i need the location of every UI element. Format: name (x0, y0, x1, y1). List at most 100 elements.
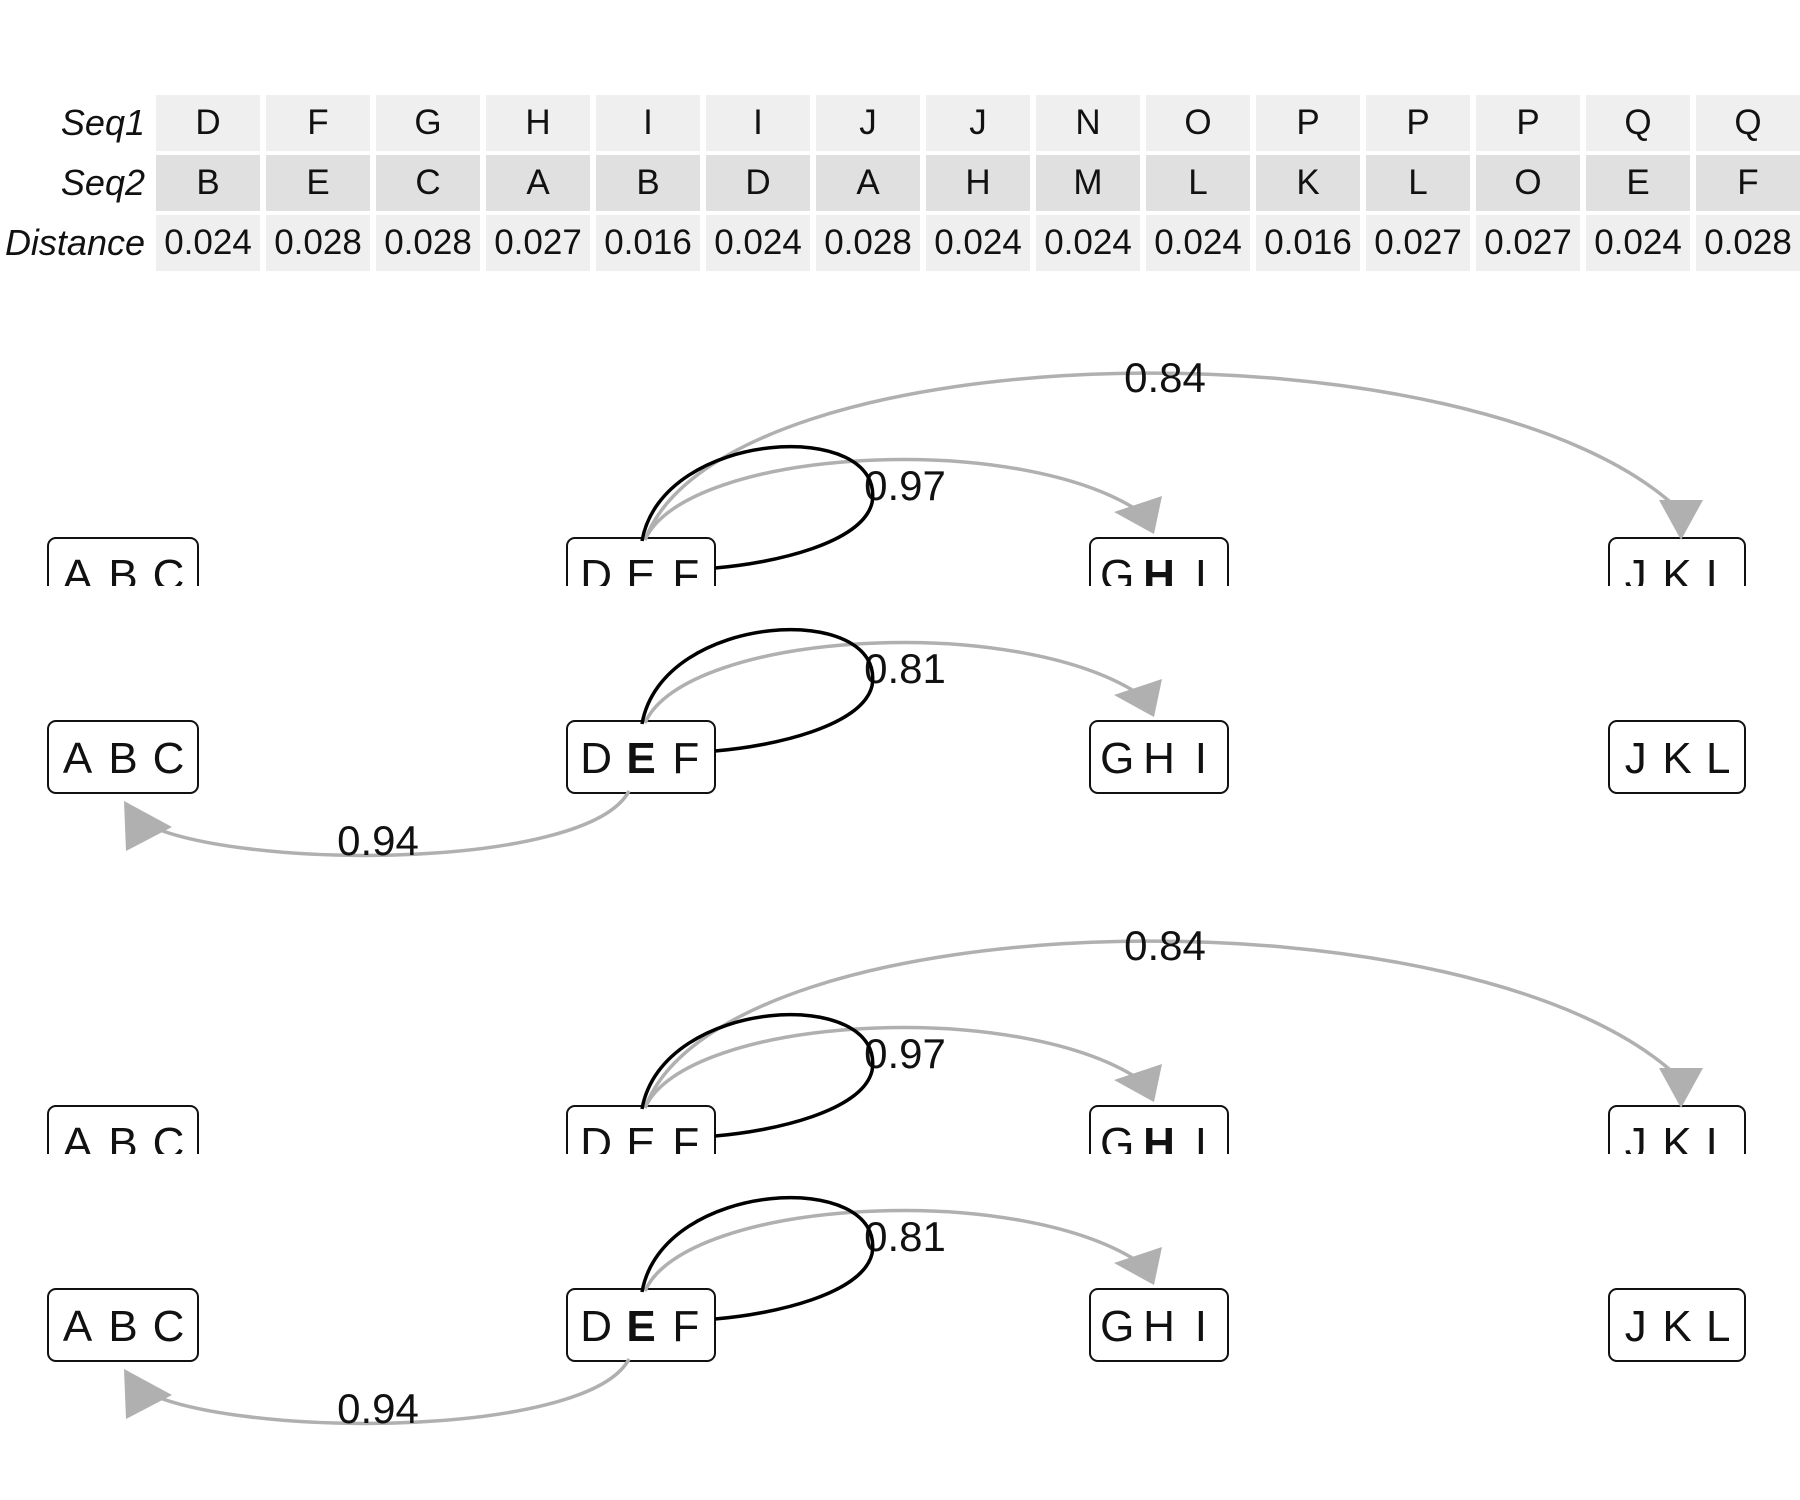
node-box (1608, 537, 1746, 586)
edge-label: 0.97 (864, 1030, 946, 1077)
node-letter: D (580, 734, 612, 783)
table-cell-seq2: L (1366, 155, 1470, 211)
table-cell-seq2: A (486, 155, 590, 211)
node-letter: D (580, 551, 612, 600)
node-letter: E (626, 734, 655, 783)
table-cell-seq2: B (596, 155, 700, 211)
node-letter: K (1662, 1302, 1691, 1351)
table-cell-seq1: J (926, 95, 1030, 151)
node-box (1089, 1105, 1229, 1154)
node-box (1608, 720, 1746, 794)
table-cell-seq1: P (1476, 95, 1580, 151)
edge-label: 0.94 (337, 817, 419, 864)
node-letter: E (626, 1302, 655, 1351)
node-letter: K (1662, 734, 1691, 783)
edge-def-def (640, 1195, 875, 1321)
node-letter: A (63, 551, 93, 600)
node-letter: G (1100, 734, 1134, 783)
node-letter: F (672, 734, 699, 783)
node-letter: B (108, 551, 137, 600)
table-cell-seq1: G (376, 95, 480, 151)
edge-def-abc: 0.94 (124, 790, 631, 864)
table-cell-distance: 0.024 (1036, 215, 1140, 271)
edge-def-def (640, 627, 875, 753)
table-cell-seq1: I (706, 95, 810, 151)
arrowhead (1114, 496, 1162, 534)
edge-line (640, 444, 875, 570)
node-letter: H (1143, 551, 1175, 600)
node-letter: I (1195, 1302, 1207, 1351)
row-label-seq1: Seq1 (60, 102, 145, 143)
node-box (1608, 1105, 1746, 1154)
arrowhead (1114, 679, 1162, 717)
node-box (47, 1288, 199, 1362)
table-cell-distance: 0.027 (486, 215, 590, 271)
node-letter: G (1100, 1302, 1134, 1351)
edge-def-def (640, 1012, 875, 1138)
node-box (47, 1105, 199, 1154)
table-cell-seq2: E (266, 155, 370, 211)
node-letter: J (1625, 551, 1647, 600)
node-letter: C (153, 551, 185, 600)
node-letter: J (1625, 1119, 1647, 1168)
node-letter: L (1706, 1119, 1730, 1168)
node-letter: C (153, 1302, 185, 1351)
node-letter: F (672, 551, 699, 600)
edge-line (139, 1358, 631, 1426)
node-letter: J (1625, 734, 1647, 783)
edge-line (640, 1195, 875, 1321)
edge-line (643, 1025, 1148, 1109)
table-cell-seq2: K (1256, 155, 1360, 211)
node-letter: F (672, 1119, 699, 1168)
table-cell-distance: 0.016 (596, 215, 700, 271)
node-letter: L (1706, 551, 1730, 600)
edge-line (643, 457, 1148, 541)
node-letter: H (1143, 734, 1175, 783)
table-cell-seq1: I (596, 95, 700, 151)
node-box (1089, 537, 1229, 586)
table-cell-seq1: P (1256, 95, 1360, 151)
table-cell-seq1: H (486, 95, 590, 151)
edge-line (643, 1208, 1148, 1292)
edge-line (643, 640, 1148, 724)
table-cell-seq2: O (1476, 155, 1580, 211)
node-letter: L (1706, 1302, 1730, 1351)
table-cell-seq1: Q (1586, 95, 1690, 151)
node-letter: G (1100, 551, 1134, 600)
arrowhead (1114, 1247, 1162, 1285)
edge-label: 0.84 (1124, 354, 1206, 401)
table-cell-seq2: H (926, 155, 1030, 211)
edge-def-ghi: 0.97 (643, 1025, 1162, 1109)
table-cell-seq1: Q (1696, 95, 1800, 151)
node-letter: B (108, 1119, 137, 1168)
arrowhead (124, 1369, 172, 1419)
row-label-distance: Distance (4, 222, 145, 263)
node-letter: D (580, 1119, 612, 1168)
table-cell-distance: 0.016 (1256, 215, 1360, 271)
table-cell-distance: 0.028 (266, 215, 370, 271)
table-cell-seq2: E (1586, 155, 1690, 211)
node-box (1089, 1288, 1229, 1362)
row-label-seq2: Seq2 (60, 162, 145, 203)
table-cell-distance: 0.027 (1476, 215, 1580, 271)
node-box (47, 720, 199, 794)
node-letter: L (1706, 734, 1730, 783)
edge-def-abc: 0.94 (124, 1358, 631, 1432)
node-letter: E (626, 1119, 655, 1168)
table-cell-seq2: F (1696, 155, 1800, 211)
